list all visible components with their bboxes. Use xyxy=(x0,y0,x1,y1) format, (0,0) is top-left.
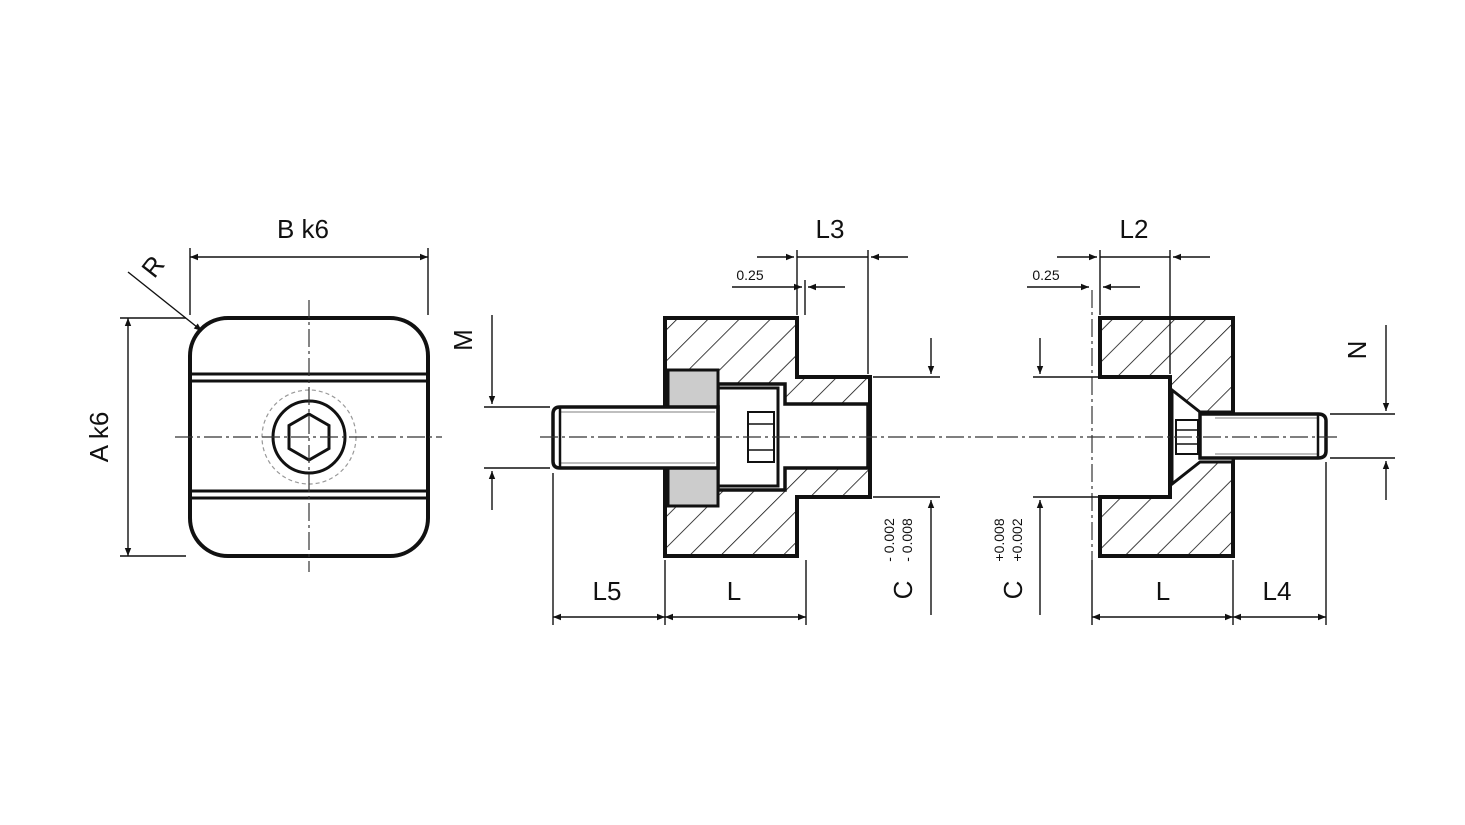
right-screw-shank xyxy=(1198,412,1328,460)
dim-l2-label: L2 xyxy=(1120,214,1149,244)
dim-n-label: N xyxy=(1342,341,1372,360)
dim-c-right-label: C xyxy=(998,581,1028,600)
dim-c-left-tol-lower: - 0.008 xyxy=(899,518,915,562)
dim-l3-label: L3 xyxy=(816,214,845,244)
dim-l4-label: L4 xyxy=(1263,576,1292,606)
dim-b-label: B k6 xyxy=(277,214,329,244)
front-view xyxy=(175,300,442,572)
dim-l5-label: L5 xyxy=(593,576,622,606)
offset-right-label: 0.25 xyxy=(1032,267,1059,283)
washer-bottom xyxy=(666,466,720,508)
dim-l-left-label: L xyxy=(727,576,741,606)
dim-c-left-tol-upper: - 0.002 xyxy=(881,518,897,562)
dim-m-label: M xyxy=(448,329,478,351)
dim-c-right-tol-lower: +0.002 xyxy=(1009,518,1025,561)
offset-left-label: 0.25 xyxy=(736,267,763,283)
dim-a-label: A k6 xyxy=(84,412,114,463)
dim-c-left-label: C xyxy=(888,581,918,600)
radius-leader xyxy=(127,271,203,332)
dim-l-right-label: L xyxy=(1156,576,1170,606)
dim-c-right-tol-upper: +0.008 xyxy=(991,518,1007,561)
washer-top xyxy=(666,368,720,410)
radius-label: R xyxy=(135,250,170,283)
